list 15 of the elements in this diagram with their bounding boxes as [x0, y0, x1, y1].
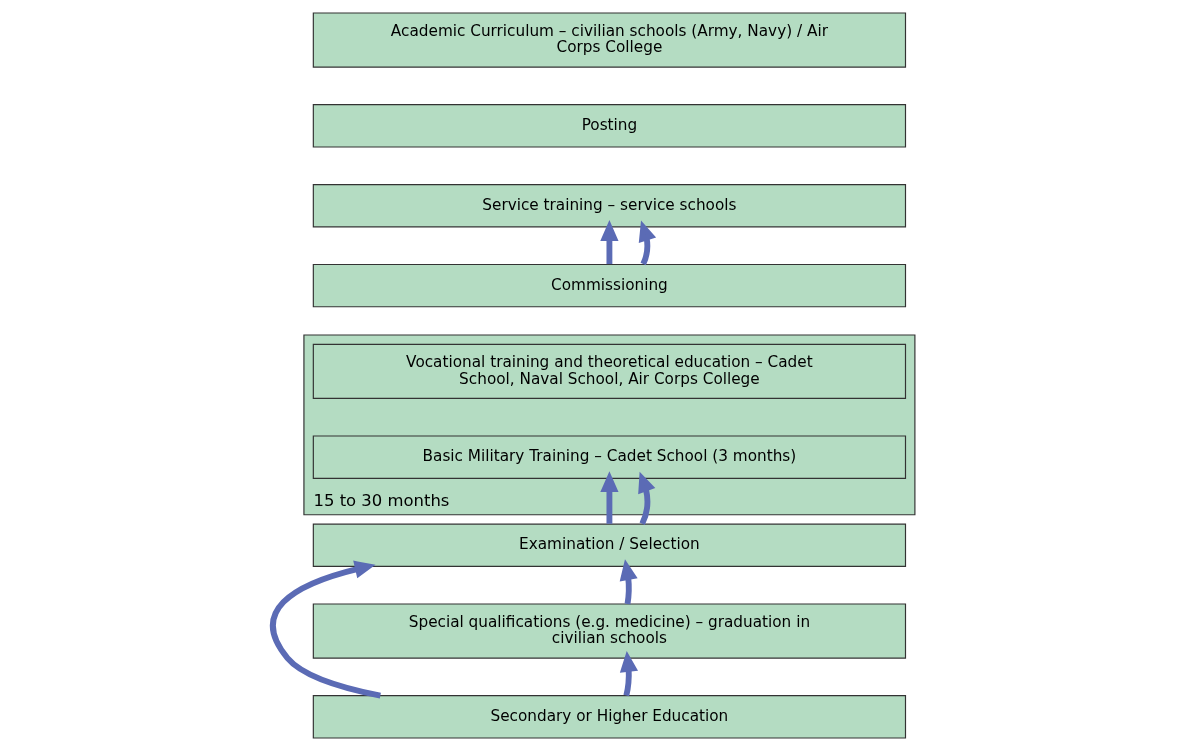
node-box: Commissioning [312, 263, 907, 308]
arrow [638, 471, 656, 525]
arrow [619, 650, 639, 697]
node-box: Posting [312, 104, 907, 148]
arrow [619, 559, 638, 605]
node-box: Vocational training and theoretical education – Cadet School, Naval School, Air Corps College [312, 343, 907, 399]
arrow [600, 220, 619, 265]
arrow [638, 220, 657, 266]
node-box: Secondary or Higher Education [312, 695, 907, 739]
node-box: Academic Curriculum – civilian schools (Army, Navy) / Air Corps College [312, 12, 907, 68]
node-box: Service training – service schools [312, 184, 907, 228]
arrow [600, 471, 619, 524]
node-box: Special qualifications (e.g. medicine) – graduation in civilian schools [312, 603, 907, 659]
node-box: Basic Military Training – Cadet School (3 months) [312, 435, 907, 479]
node-box: Examination / Selection [312, 523, 907, 567]
